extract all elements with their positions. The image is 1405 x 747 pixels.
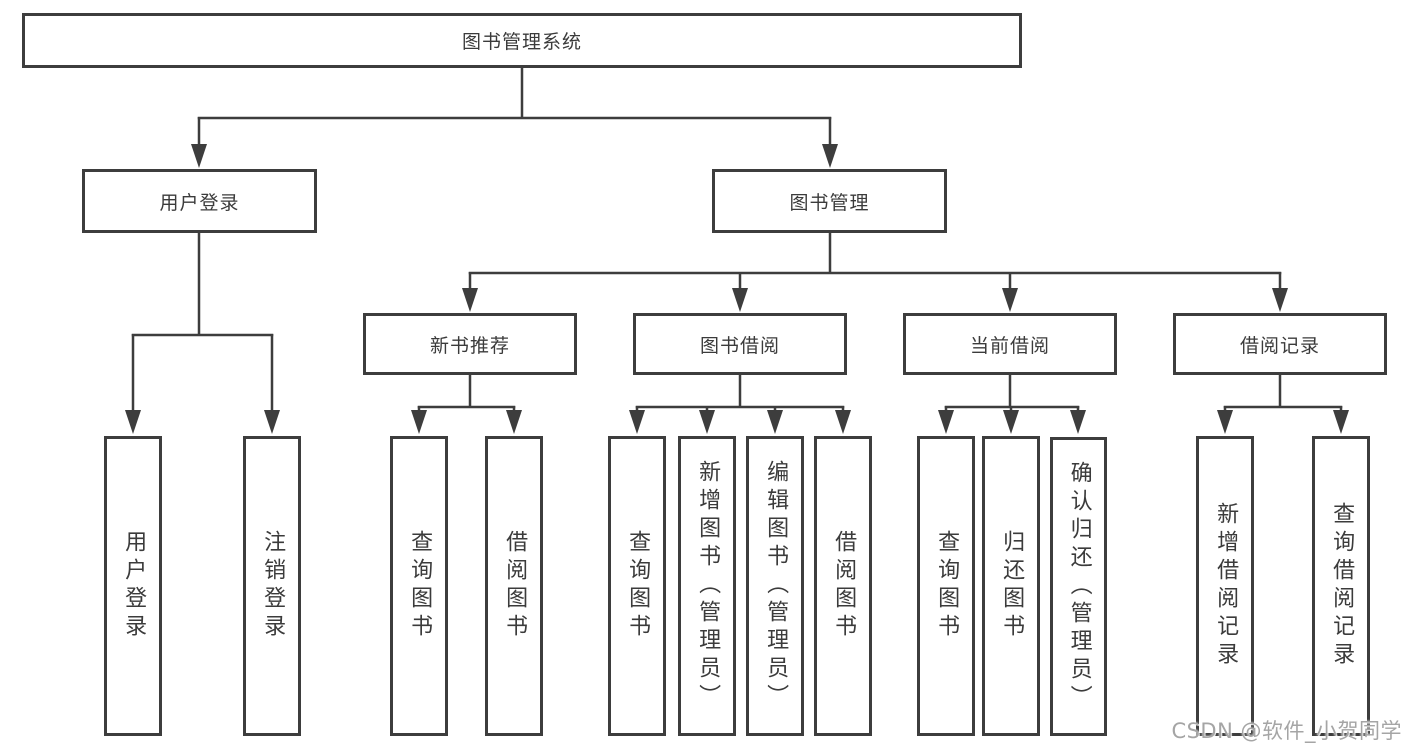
node-label: 编辑图书（管理员） (763, 460, 789, 712)
csdn-watermark: CSDN @软件_小贺同学 (1171, 719, 1402, 743)
node-label: 归还图书 (999, 530, 1025, 642)
node-label: 借阅图书 (502, 530, 528, 642)
leaf-logout: 注销登录 (243, 436, 301, 736)
leaf-recommend-query-books: 查询图书 (390, 436, 448, 736)
leaf-current-confirm-return-admin: 确认归还（管理员） (1050, 437, 1107, 736)
node-current-borrowing: 当前借阅 (903, 313, 1117, 375)
node-system-root: 图书管理系统 (22, 13, 1022, 68)
arrowheads (125, 144, 1349, 434)
node-label: 新书推荐 (429, 334, 510, 357)
node-label: 查询图书 (934, 530, 960, 642)
leaf-recommend-borrow-books: 借阅图书 (485, 436, 543, 736)
node-label: 查询图书 (407, 530, 433, 642)
node-label: 用户登录 (159, 191, 240, 214)
node-label: 借阅记录 (1239, 334, 1320, 357)
node-borrowing-records: 借阅记录 (1173, 313, 1387, 375)
node-label: 确认归还（管理员） (1066, 460, 1092, 713)
leaf-borrow-query-books: 查询图书 (608, 436, 666, 736)
node-label: 查询借阅记录 (1329, 502, 1355, 670)
node-label: 图书管理 (789, 191, 870, 214)
node-label: 新增借阅记录 (1213, 502, 1239, 670)
node-user-login: 用户登录 (82, 169, 317, 233)
leaf-borrow-add-book-admin: 新增图书（管理员） (678, 436, 736, 736)
leaf-user-login: 用户登录 (104, 436, 162, 736)
node-label: 注销登录 (260, 530, 286, 642)
leaf-records-query-record: 查询借阅记录 (1312, 436, 1370, 736)
leaf-borrow-borrow-books: 借阅图书 (814, 436, 872, 736)
node-new-book-recommendation: 新书推荐 (363, 313, 577, 375)
node-label: 当前借阅 (969, 334, 1050, 357)
node-book-borrowing: 图书借阅 (633, 313, 847, 375)
leaf-borrow-edit-book-admin: 编辑图书（管理员） (746, 436, 804, 736)
leaf-current-query-books: 查询图书 (917, 436, 975, 736)
node-label: 图书管理系统 (461, 31, 582, 53)
node-label: 图书借阅 (699, 334, 780, 357)
node-label: 查询图书 (625, 530, 651, 642)
leaf-records-add-record: 新增借阅记录 (1196, 436, 1254, 736)
node-book-management: 图书管理 (712, 169, 947, 233)
node-label: 用户登录 (121, 530, 147, 642)
node-label: 借阅图书 (831, 530, 857, 642)
node-label: 新增图书（管理员） (695, 460, 721, 712)
leaf-current-return-books: 归还图书 (982, 436, 1040, 736)
